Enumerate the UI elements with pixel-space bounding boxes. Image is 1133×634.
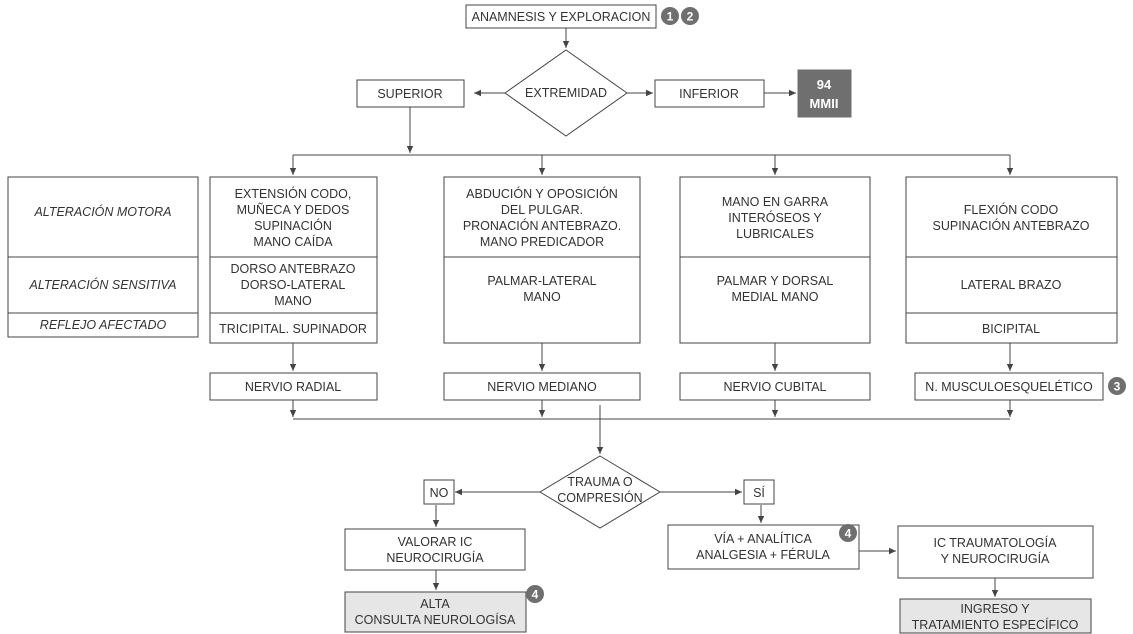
radial-reflex: TRICIPITAL. SUPINADOR (219, 322, 367, 336)
yes-text: SÍ (753, 485, 765, 500)
radial-sensory-2: DORSO-LATERAL (241, 278, 346, 292)
median-motor-4: MANO PREDICADOR (480, 235, 604, 249)
admit-text-1: INGRESO Y (960, 602, 1030, 616)
musculo-name-box (914, 372, 1104, 401)
no-text: NO (430, 486, 449, 500)
superior-box (356, 79, 465, 108)
median-name-box (443, 372, 641, 401)
musculo-motor-2: SUPINACIÓN ANTEBRAZO (933, 218, 1090, 233)
consult-box (897, 525, 1094, 579)
badge-4b-circle (839, 524, 857, 542)
discharge-box (344, 591, 527, 633)
mmii-reference-box (797, 69, 852, 118)
median-sensory-2: MANO (523, 290, 561, 304)
median-motor-2: DEL PULGAR. (501, 203, 583, 217)
radial-name-box (209, 372, 378, 401)
radial-motor-4: MANO CAÍDA (253, 234, 333, 249)
admit-text-2: TRATAMIENTO ESPECÍFICO (912, 617, 1079, 632)
workup-text-1: VÍA + ANALÍTICA (714, 531, 812, 546)
row-label-reflex: REFLEJO AFECTADO (40, 318, 167, 332)
ulnar-name: NERVIO CUBITAL (723, 380, 826, 394)
badge-3: 3 (1114, 380, 1121, 394)
assess-text-2: NEUROCIRUGÍA (386, 550, 484, 565)
radial-name: NERVIO RADIAL (245, 380, 341, 394)
connectors (289, 28, 1014, 597)
trauma-decision (539, 455, 661, 529)
inferior-text: INFERIOR (679, 87, 739, 101)
extremity-text: EXTREMIDAD (525, 86, 607, 100)
musculo-motor-1: FLEXIÓN CODO (964, 202, 1059, 217)
ulnar-motor-2: INTERÓSEOS Y (728, 210, 822, 225)
ulnar-motor-3: LUBRICALES (736, 227, 814, 241)
extremity-decision (504, 49, 628, 137)
musculo-name: N. MUSCULOESQUELÉTICO (925, 379, 1093, 394)
musculo-reflex: BICIPITAL (982, 322, 1040, 336)
discharge-text-2: CONSULTA NEUROLOGÍSA (355, 612, 516, 627)
inferior-box (654, 79, 765, 108)
consult-text-2: Y NEUROCIRUGÍA (941, 551, 1050, 566)
badge-4b: 4 (845, 527, 852, 541)
workup-text-2: ANALGESIA + FÉRULA (696, 547, 830, 562)
no-box (423, 479, 455, 505)
row-label-sensory: ALTERACIÓN SENSITIVA (28, 277, 176, 292)
median-sensory-1: PALMAR-LATERAL (487, 274, 596, 288)
anamnesis-text: ANAMNESIS Y EXPLORACION (472, 10, 651, 24)
radial-motor-3: SUPINACIÓN (254, 218, 332, 233)
discharge-text-1: ALTA (420, 597, 450, 611)
badge-3-circle (1108, 377, 1126, 395)
admit-box (899, 598, 1092, 634)
musculo-sensory: LATERAL BRAZO (961, 278, 1062, 292)
workup-box (667, 524, 860, 570)
assess-text-1: VALORAR IC (398, 535, 473, 549)
badge-2: 2 (687, 10, 694, 24)
row-label-motor: ALTERACIÓN MOTORA (33, 204, 171, 219)
assess-neurosurgery-box (344, 528, 526, 571)
ulnar-motor-1: MANO EN GARRA (722, 195, 829, 209)
ulnar-block (679, 176, 871, 344)
median-motor-1: ABDUCIÓN Y OPOSICIÓN (466, 186, 618, 201)
badge-4a: 4 (532, 588, 539, 602)
trauma-text-1: TRAUMA O (567, 475, 633, 489)
yes-box (743, 479, 775, 505)
ulnar-sensory-2: MEDIAL MANO (731, 290, 818, 304)
anamnesis-box (465, 4, 657, 29)
badge-1-circle (661, 7, 679, 25)
ulnar-name-box (679, 372, 871, 401)
radial-sensory-3: MANO (274, 294, 312, 308)
radial-motor-2: MUÑECA Y DEDOS (237, 203, 350, 217)
superior-text: SUPERIOR (377, 87, 442, 101)
badge-2-circle (681, 7, 699, 25)
trauma-text-2: COMPRESIÓN (557, 490, 642, 505)
radial-sensory-1: DORSO ANTEBRAZO (230, 262, 355, 276)
badge-1: 1 (667, 10, 674, 24)
median-name: NERVIO MEDIANO (487, 380, 597, 394)
mmii-label: MMII (810, 96, 839, 111)
radial-motor-1: EXTENSIÓN CODO, (235, 186, 352, 201)
median-motor-3: PRONACIÓN ANTEBRAZO. (463, 218, 621, 233)
consult-text-1: IC TRAUMATOLOGÍA (934, 535, 1058, 550)
badge-4a-circle (526, 585, 544, 603)
mmii-number: 94 (817, 77, 832, 92)
ulnar-sensory-1: PALMAR Y DORSAL (717, 274, 834, 288)
musculo-block (905, 176, 1118, 344)
median-block (443, 176, 641, 344)
radial-block (209, 176, 378, 344)
